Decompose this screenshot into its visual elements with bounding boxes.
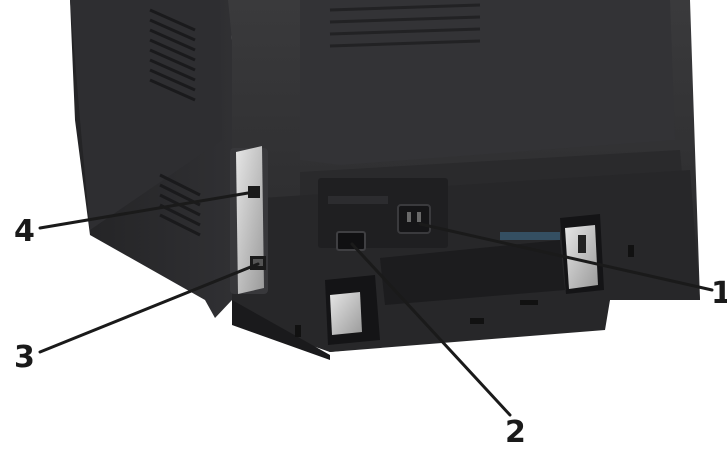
callout-number-1: 1 [711, 276, 727, 311]
power-switch [336, 231, 366, 251]
printer-left-foot [232, 300, 330, 360]
rear-door-vents [329, 3, 481, 48]
callout-line-1 [418, 222, 714, 292]
callout-line-3 [38, 262, 260, 354]
vent-slots-upper [149, 8, 196, 102]
duplex-unit [380, 240, 565, 305]
printer-upper-left-panel [70, 0, 222, 230]
callout-number-2: 2 [505, 415, 526, 450]
power-cord-socket [397, 204, 431, 234]
callout-line-2 [350, 242, 512, 417]
callout-line-4 [38, 190, 256, 230]
rear-door [300, 0, 675, 165]
callout-lines [38, 190, 714, 417]
callout-number-3: 3 [14, 340, 35, 375]
callout-number-4: 4 [14, 214, 35, 249]
